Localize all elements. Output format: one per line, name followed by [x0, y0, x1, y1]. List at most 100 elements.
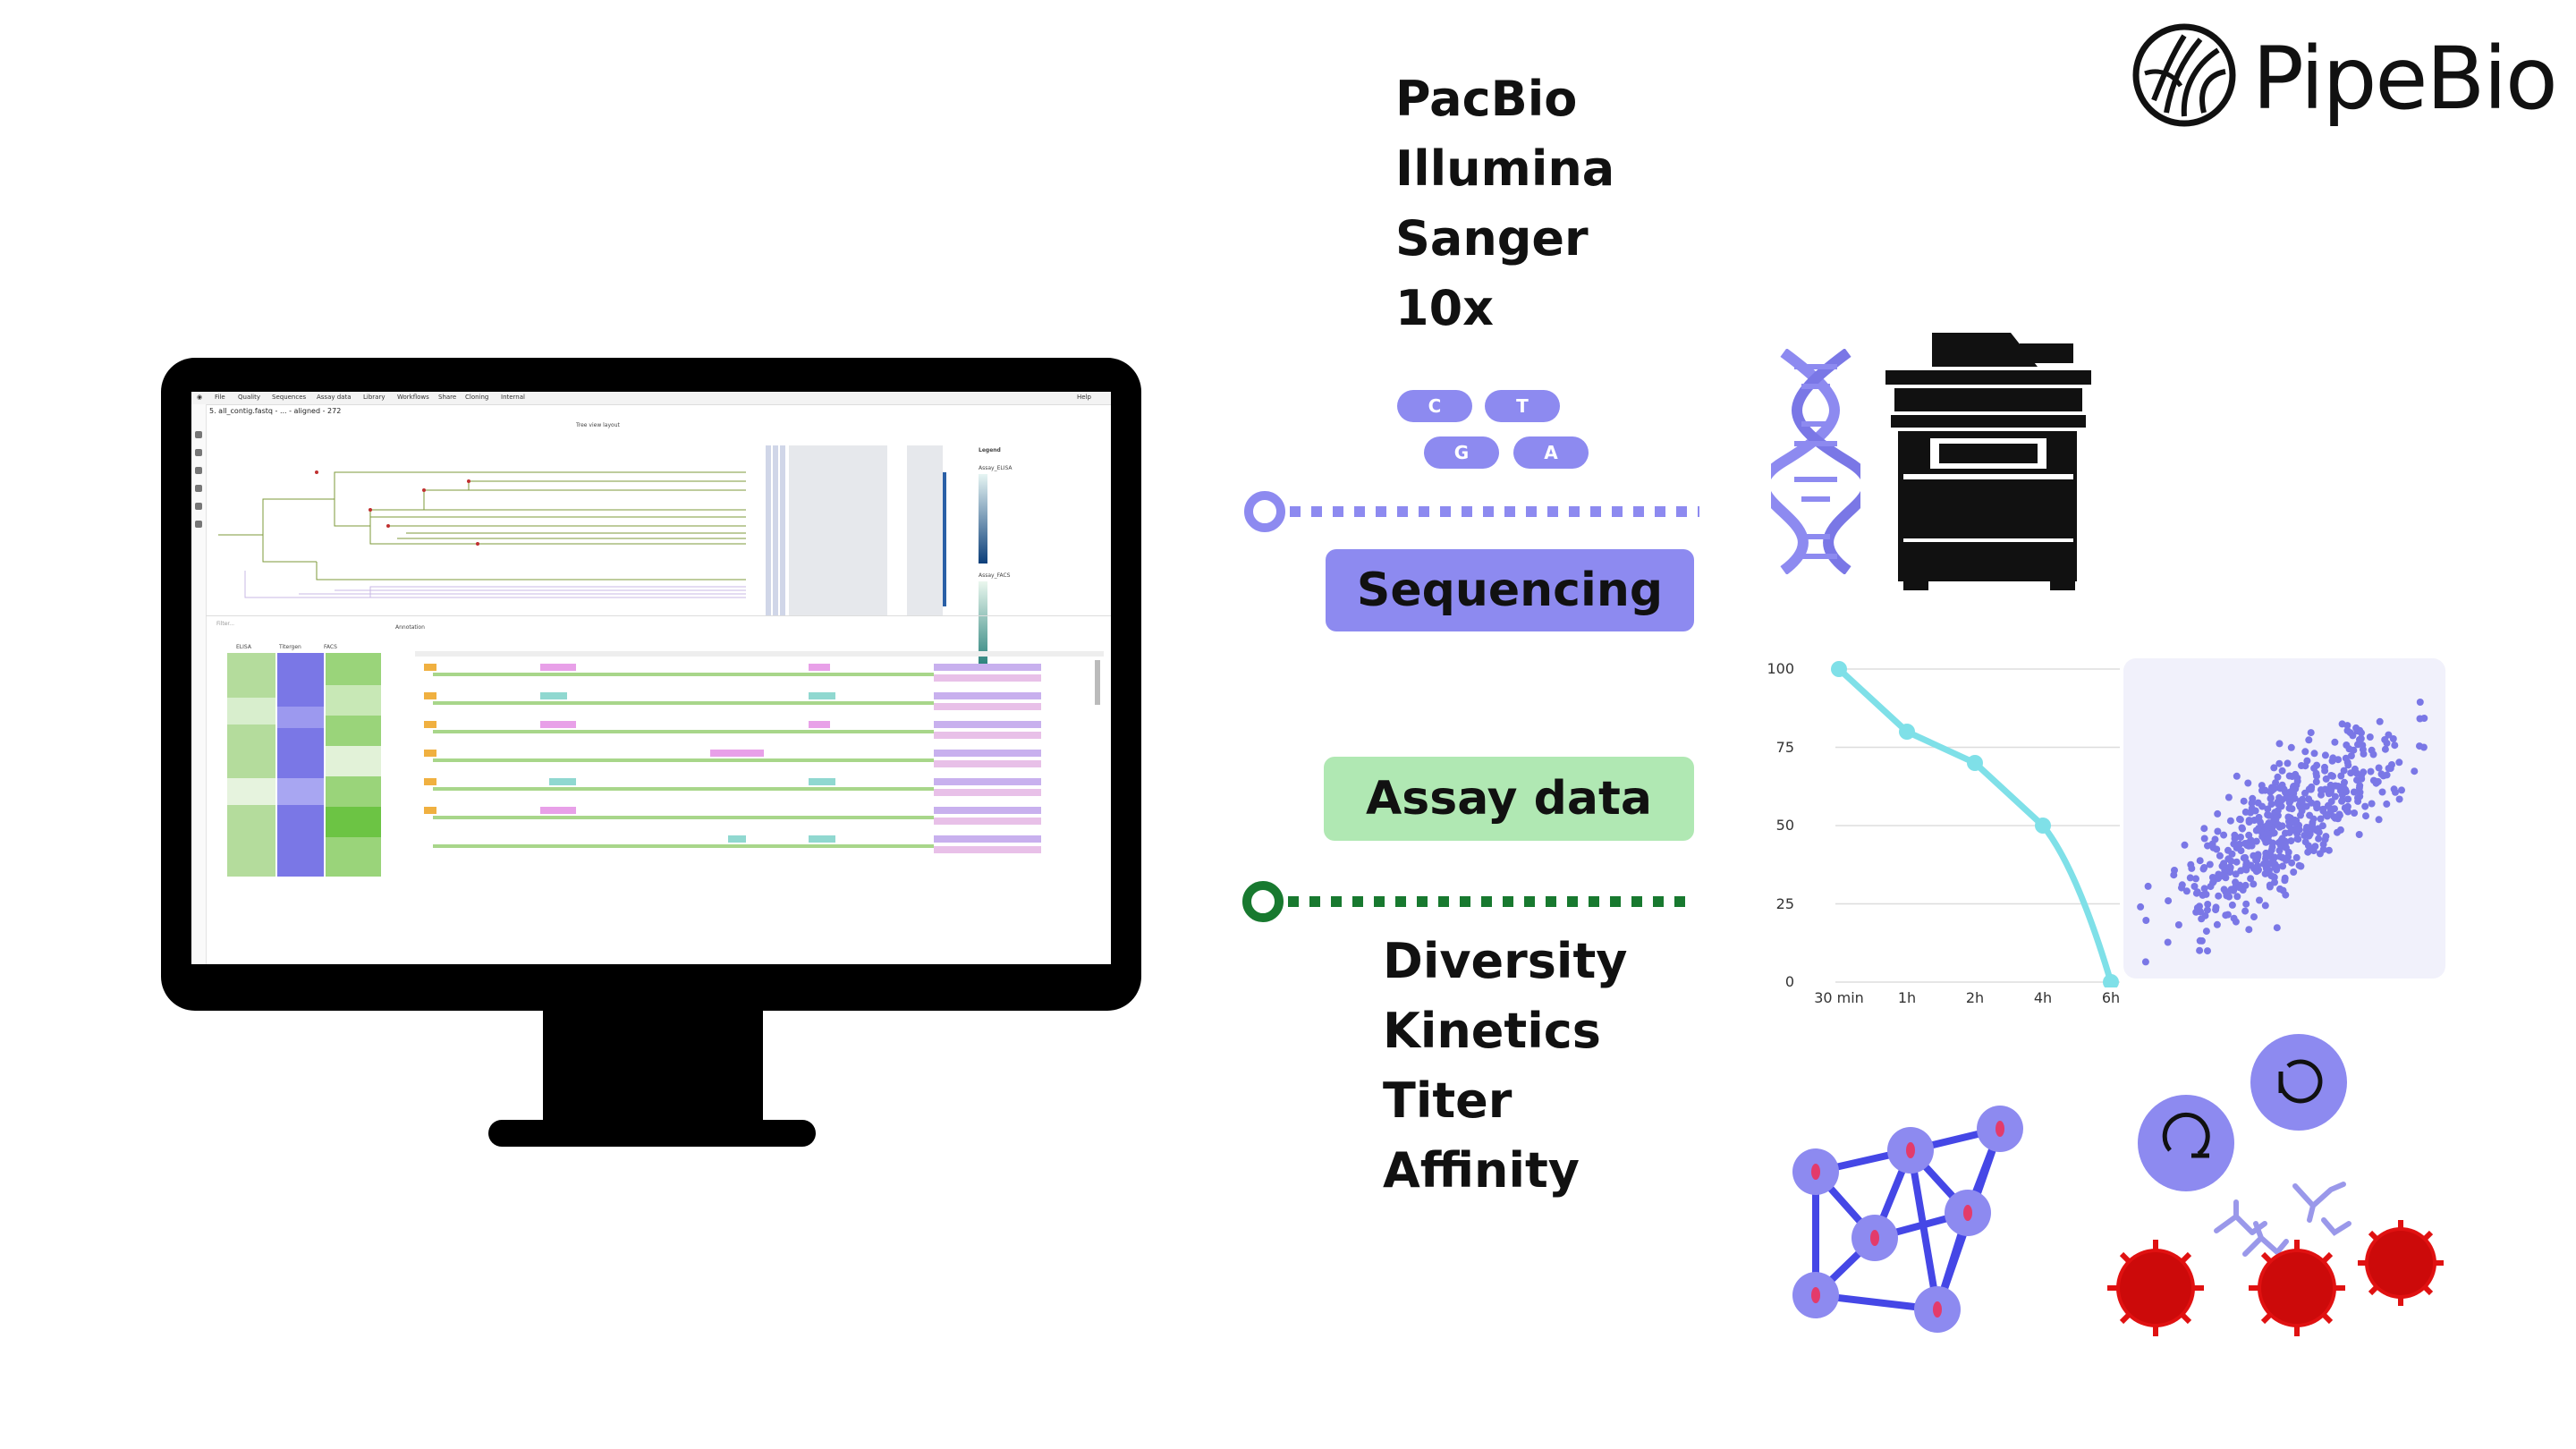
scatter-point	[2322, 810, 2330, 818]
scatter-point	[2292, 853, 2301, 861]
series-line	[1835, 665, 2114, 986]
scatter-point	[2319, 841, 2327, 848]
col-header-titergen[interactable]: Titergen	[279, 644, 301, 650]
scatter-point	[2315, 835, 2323, 843]
scatter-point	[2263, 830, 2271, 837]
scatter-point	[2290, 869, 2298, 876]
scatter-point	[2346, 729, 2354, 737]
scatter-point	[2308, 783, 2316, 791]
scatter-point	[2361, 802, 2369, 810]
scatter-point	[2356, 782, 2364, 790]
rail-chart-icon[interactable]	[195, 485, 202, 492]
scatter-point	[2278, 767, 2286, 775]
col-header-annotation[interactable]: Annotation	[395, 624, 425, 631]
scatter-point	[2305, 736, 2313, 744]
nucleotide-g: G	[1424, 436, 1499, 469]
scatter-point	[2331, 792, 2339, 801]
sequencer-machine-icon	[1885, 333, 2091, 590]
legend-assay-facs: Assay_FACS	[979, 572, 1011, 579]
platform-illumina: Illumina	[1395, 140, 1615, 197]
scatter-point	[2390, 785, 2398, 793]
scatter-point	[2230, 914, 2238, 922]
menu-internal[interactable]: Internal	[501, 394, 525, 401]
scatter-point	[2378, 788, 2386, 796]
scatter-point	[2368, 800, 2376, 808]
col-header-facs[interactable]: FACS	[324, 644, 337, 650]
menu-sequences[interactable]: Sequences	[272, 394, 307, 401]
data-point	[1831, 661, 1847, 677]
scatter-point	[2321, 751, 2329, 759]
menu-file[interactable]: File	[215, 394, 225, 401]
scatter-point	[2285, 799, 2293, 807]
scatter-point	[2278, 835, 2286, 843]
scatter-point	[2196, 936, 2204, 945]
scatter-point	[2343, 802, 2351, 810]
app-menubar: ◉ File Quality Sequences Assay data Libr…	[191, 392, 1111, 405]
scatter-point	[2280, 785, 2288, 793]
scatter-point	[2270, 784, 2278, 792]
nucleotide-t: T	[1485, 390, 1560, 422]
y-tick-label: 25	[1775, 894, 1794, 912]
menu-quality[interactable]: Quality	[238, 394, 261, 401]
scatter-point	[2198, 915, 2206, 923]
scatter-point	[2254, 862, 2261, 870]
legend-title: Legend	[979, 447, 1001, 453]
pipebio-logo: PipeBio	[2129, 20, 2558, 129]
rail-settings-icon[interactable]	[195, 503, 202, 510]
scatter-point	[2209, 878, 2216, 886]
scatter-point	[2251, 807, 2259, 815]
scatter-point	[2358, 772, 2366, 779]
scatter-point	[2282, 843, 2290, 852]
virus-icon	[2107, 1240, 2204, 1336]
scatter-point	[2199, 865, 2207, 873]
scatter-point	[2347, 769, 2355, 777]
scatter-point	[2237, 867, 2245, 875]
scatter-point	[2258, 786, 2266, 794]
menu-workflows[interactable]: Workflows	[397, 394, 429, 401]
scatter-point	[2312, 778, 2320, 786]
scatter-point	[2236, 815, 2243, 823]
scatter-point	[2192, 908, 2200, 916]
sequencing-timeline	[1244, 491, 1699, 532]
panel-divider	[206, 615, 1111, 616]
scatter-point	[2291, 816, 2299, 824]
filter-input[interactable]: Filter...	[216, 621, 235, 627]
scatter-point	[2213, 920, 2221, 928]
scatter-point	[2362, 812, 2369, 820]
menu-assay-data[interactable]: Assay data	[317, 394, 352, 401]
data-point	[2103, 974, 2119, 987]
menu-library[interactable]: Library	[363, 394, 386, 401]
rail-tree-icon[interactable]	[195, 467, 202, 474]
scatter-point	[2276, 885, 2284, 893]
scatter-point	[2224, 911, 2232, 919]
scatter-point	[2200, 825, 2208, 833]
scatter-point	[2292, 770, 2300, 778]
scatter-point	[2335, 810, 2343, 818]
scatter-point	[2264, 835, 2272, 843]
platform-pacbio: PacBio	[1395, 71, 1578, 127]
assay-heatmap-table	[227, 653, 381, 877]
scatter-point	[2232, 870, 2240, 878]
scatter-point	[2321, 763, 2328, 771]
scatter-point	[2337, 772, 2345, 780]
scatter-point	[2338, 797, 2346, 805]
rail-user-icon[interactable]	[195, 521, 202, 528]
scatter-point	[2325, 790, 2333, 798]
scatter-point	[2266, 883, 2274, 891]
scatter-point	[2252, 853, 2260, 861]
rail-list-icon[interactable]	[195, 449, 202, 456]
scatter-point	[2224, 890, 2232, 898]
col-header-elisa[interactable]: ELISA	[236, 644, 251, 650]
menu-cloning[interactable]: Cloning	[465, 394, 489, 401]
menu-help[interactable]: Help	[1077, 394, 1091, 401]
scatter-point	[2250, 913, 2258, 921]
scatter-point	[2245, 839, 2252, 847]
scatter-point	[2356, 726, 2364, 734]
tree-layout-label[interactable]: Tree view layout	[576, 422, 620, 428]
menu-share[interactable]: Share	[438, 394, 457, 401]
scatter-point	[2281, 874, 2289, 882]
app-logo-icon[interactable]: ◉	[197, 394, 203, 401]
rail-home-icon[interactable]	[195, 431, 202, 438]
scatter-point	[2312, 826, 2320, 835]
scatter-point	[2204, 947, 2211, 955]
